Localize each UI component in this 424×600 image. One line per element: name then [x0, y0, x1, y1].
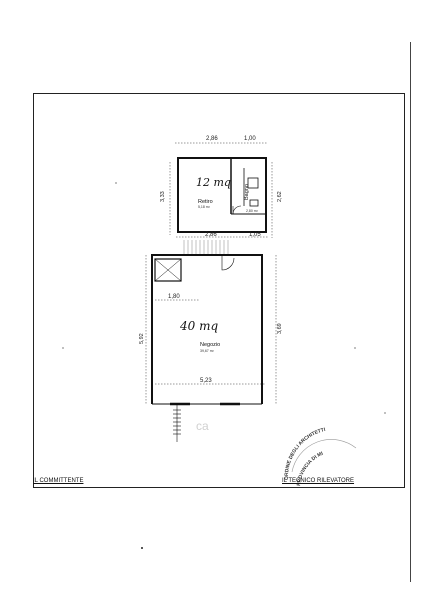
scan-specks: [62, 182, 386, 549]
dim-right-lower: 3,69: [277, 323, 283, 334]
upper-rooms-walls: [177, 157, 267, 233]
room-label-bagno: Bagno: [244, 184, 250, 200]
dim-middle: 2,86: [205, 232, 217, 238]
room-area-bagno: 2,80 m²: [246, 209, 259, 213]
dim-bottom: 5,23: [200, 378, 212, 384]
tecnico-label: IL TECNICO RILEVATORE: [282, 478, 355, 484]
drawing-frame: [33, 93, 405, 488]
dim-right-upper: 2,62: [277, 191, 283, 202]
handwritten-area-negozio: 40 mq: [179, 319, 218, 333]
committente-label: IL COMMITTENTE: [33, 478, 84, 484]
room-area-retiro: 5,18 m²: [198, 205, 211, 209]
room-label-retiro: Retiro: [198, 199, 213, 205]
dim-top-a: 2,86: [206, 136, 218, 142]
room-area-negozio: 39,67 m²: [200, 349, 215, 353]
right-margin-line: [410, 42, 411, 582]
shop-walls: [151, 254, 263, 406]
dim-left-upper: 3,33: [160, 191, 166, 202]
dim-top-b: 1,00: [244, 136, 256, 142]
entrance-arrow: [173, 404, 181, 442]
dim-left-lower: 5,92: [139, 333, 145, 344]
room-label-negozio: Negozio: [200, 342, 220, 348]
handwritten-area-retiro: 12 mq: [196, 176, 231, 189]
watermark: ca: [196, 419, 209, 433]
dim-inner: 1,80: [168, 294, 180, 300]
passage-hatch: [183, 240, 229, 255]
dimension-lines: [145, 142, 277, 404]
dim-middle-right: 1,05: [249, 232, 261, 238]
